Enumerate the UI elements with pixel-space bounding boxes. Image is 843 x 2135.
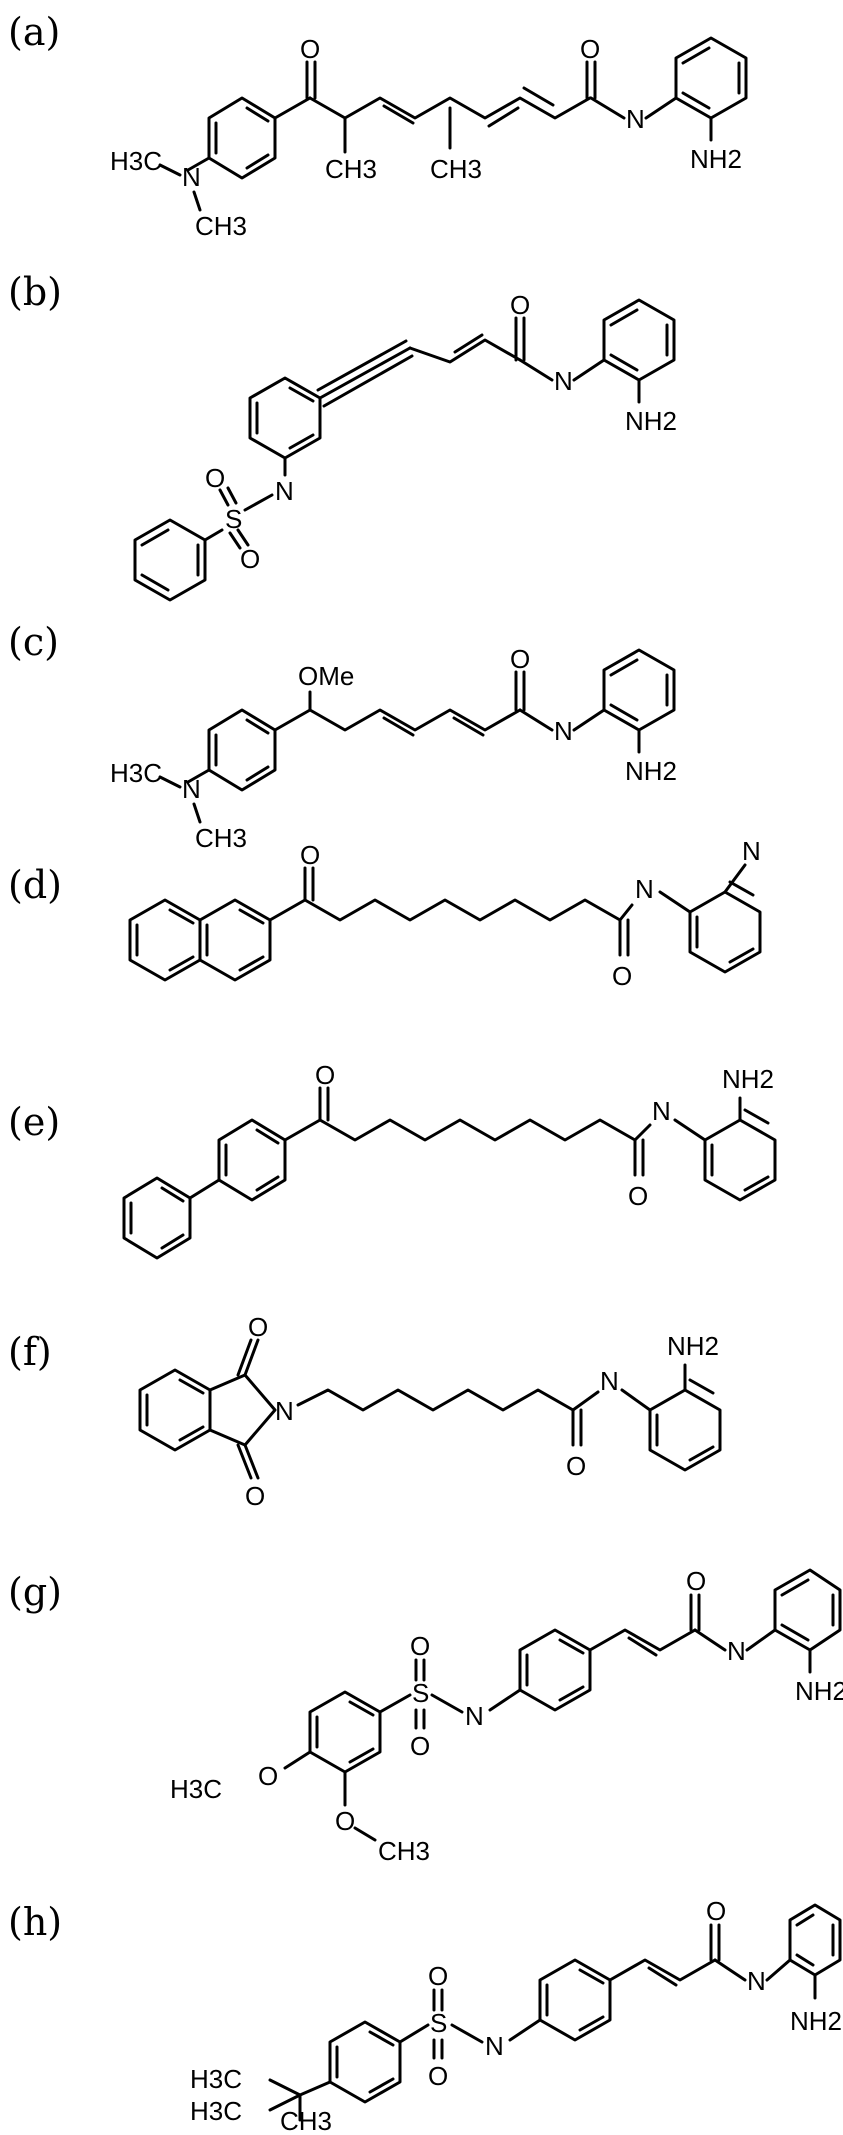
structure-d: (d) O N O N <box>8 836 761 991</box>
atom-amide-nitrogen-f: N <box>600 1366 619 1396</box>
atom-sulfonyl-oxygen-b1: O <box>205 463 225 493</box>
atom-methyl-a1: H3C <box>110 146 162 176</box>
atom-carbonyl-oxygen-a1: O <box>300 34 320 64</box>
structure-f: (f) O O N O N NH2 <box>8 1312 720 1511</box>
benzene-ring-a2 <box>676 38 746 118</box>
atom-methyl-g1: H3C <box>170 1774 222 1804</box>
atom-amide-oxygen-a: O <box>580 34 600 64</box>
atom-amide-nitrogen-g: N <box>727 1636 746 1666</box>
benzene-ring-d3 <box>690 892 760 972</box>
atom-sulfonyl-oxygen-g2: O <box>410 1731 430 1761</box>
panel-label-d: (d) <box>8 863 62 907</box>
atom-methyl-h2: H3C <box>190 2096 242 2126</box>
panel-label-c: (c) <box>8 620 59 664</box>
benzene-ring-e1 <box>219 1120 285 1200</box>
structure-g: (g) O N NH2 N S O O O H3C O CH3 <box>8 1566 843 1866</box>
atom-imide-oxygen-f2: O <box>245 1481 265 1511</box>
structure-h: (h) O N NH2 N S O O H3C H3C CH3 <box>8 1896 842 2135</box>
benzene-ring-b2 <box>604 300 674 380</box>
atom-amino-c: NH2 <box>625 756 677 786</box>
benzene-ring-h1 <box>540 1960 610 2040</box>
atom-amino-a: NH2 <box>690 144 742 174</box>
structure-a: (a) O O N NH2 N H3C CH3 CH3 CH3 <box>8 10 746 241</box>
atom-sulfonamide-nitrogen-b: N <box>275 476 294 506</box>
naphthalene-ring-d2 <box>200 900 270 980</box>
imide-ring-f <box>210 1375 275 1445</box>
atom-amide-oxygen-e: O <box>628 1181 648 1211</box>
atom-methyl-g2: CH3 <box>378 1836 430 1866</box>
benzene-ring-g3 <box>310 1692 380 1772</box>
benzene-ring-b3 <box>135 520 205 600</box>
atom-ketone-oxygen-e: O <box>315 1060 335 1090</box>
structure-b: (b) O N NH2 N S O O <box>8 270 677 600</box>
atom-amino-f: NH2 <box>667 1331 719 1361</box>
benzene-ring-h3 <box>330 2022 400 2102</box>
atom-sulfonyl-oxygen-h2: O <box>428 2061 448 2091</box>
atom-methoxy-oxygen-g2: O <box>335 1806 355 1836</box>
benzene-ring-f1 <box>140 1370 210 1450</box>
atom-sulfonamide-nitrogen-g: N <box>465 1701 484 1731</box>
atom-imide-nitrogen-f: N <box>275 1396 294 1426</box>
benzene-ring-b1 <box>250 378 320 458</box>
atom-dimethylamino-nitrogen-a: N <box>182 162 201 192</box>
atom-sulfur-h: S <box>430 2008 447 2038</box>
atom-methyl-h1: H3C <box>190 2064 242 2094</box>
atom-amino-e: NH2 <box>722 1064 774 1094</box>
panel-label-f: (f) <box>8 1330 52 1374</box>
atom-methyl-a3: CH3 <box>325 154 377 184</box>
atom-amide-oxygen-f: O <box>566 1451 586 1481</box>
atom-sulfur-b: S <box>225 504 242 534</box>
atom-dimethylamino-nitrogen-c: N <box>182 774 201 804</box>
atom-methyl-c2: CH3 <box>195 823 247 853</box>
panel-label-b: (b) <box>8 270 62 314</box>
atom-methyl-c1: H3C <box>110 758 162 788</box>
atom-methyl-a2: CH3 <box>195 211 247 241</box>
benzene-ring-c2 <box>604 650 674 730</box>
naphthalene-ring-d1 <box>130 900 200 980</box>
atom-amide-oxygen-d: O <box>612 961 632 991</box>
atom-amino-h: NH2 <box>790 2006 842 2036</box>
benzene-ring-e2 <box>124 1178 190 1258</box>
panel-label-g: (g) <box>8 1570 62 1614</box>
atom-amide-oxygen-g: O <box>686 1566 706 1596</box>
atom-sulfur-g: S <box>412 1678 429 1708</box>
benzene-ring-g1 <box>520 1630 590 1710</box>
atom-amide-nitrogen-b: N <box>554 366 573 396</box>
panel-label-a: (a) <box>8 10 60 54</box>
atom-sulfonamide-nitrogen-h: N <box>485 2031 504 2061</box>
atom-amide-nitrogen-c: N <box>554 716 573 746</box>
atom-amine-nitrogen-d: N <box>742 836 761 866</box>
atom-methoxy-c: OMe <box>298 661 354 691</box>
atom-amide-oxygen-h: O <box>706 1896 726 1926</box>
structure-c: (c) OMe O N NH2 N H3C CH3 <box>8 620 677 853</box>
atom-methyl-a4: CH3 <box>430 154 482 184</box>
atom-amide-oxygen-c: O <box>510 644 530 674</box>
structure-e: (e) O O N NH2 <box>8 1060 775 1258</box>
atom-amide-nitrogen-e: N <box>652 1096 671 1126</box>
benzene-ring-e3 <box>705 1120 775 1200</box>
atom-sulfonyl-oxygen-h1: O <box>428 1961 448 1991</box>
atom-sulfonyl-oxygen-g1: O <box>410 1631 430 1661</box>
atom-imide-oxygen-f1: O <box>248 1312 268 1342</box>
atom-amino-g: NH2 <box>795 1676 843 1706</box>
atom-sulfonyl-oxygen-b2: O <box>240 544 260 574</box>
atom-amide-nitrogen-h: N <box>747 1966 766 1996</box>
panel-label-h: (h) <box>8 1900 62 1944</box>
benzene-ring-f2 <box>650 1390 720 1470</box>
atom-amide-nitrogen-a: N <box>626 104 645 134</box>
atom-amide-nitrogen-d: N <box>635 874 654 904</box>
atom-ketone-oxygen-d: O <box>300 840 320 870</box>
atom-amide-oxygen-b: O <box>510 290 530 320</box>
benzene-ring-c1 <box>209 710 275 790</box>
atom-amino-b: NH2 <box>625 406 677 436</box>
panel-label-e: (e) <box>8 1100 60 1144</box>
atom-methoxy-oxygen-g1: O <box>258 1761 278 1791</box>
benzene-ring-a1 <box>209 98 275 178</box>
atom-methyl-h3: CH3 <box>280 2106 332 2135</box>
